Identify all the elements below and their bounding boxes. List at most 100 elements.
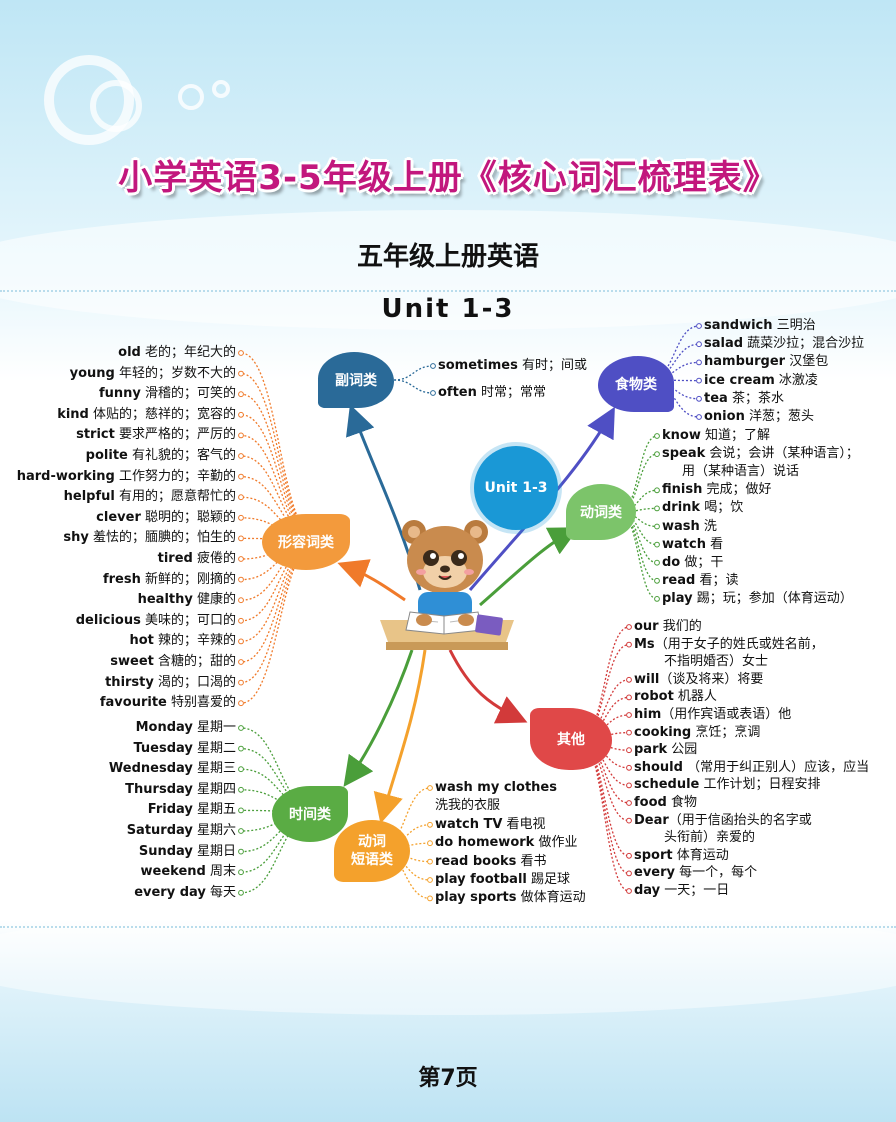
word-english: hamburger — [704, 354, 786, 370]
word-chinese: 食物 — [666, 795, 697, 810]
word-chinese: 会说；会讲（某种语言）； — [705, 446, 859, 462]
word-chinese: 有时；间或 — [517, 358, 587, 373]
phrases-item: wash my clothes — [435, 779, 557, 796]
word-chinese: 用（某种语言）说话 — [682, 464, 800, 480]
word-chinese: 星期二 — [192, 740, 236, 756]
word-chinese: 年轻的；岁数不大的 — [114, 365, 236, 381]
word-english: sometimes — [438, 358, 518, 373]
word-english: read books — [435, 853, 517, 869]
verbs-item: know 知道；了解 — [662, 427, 770, 444]
word-english: onion — [704, 409, 745, 424]
word-english: watch TV — [435, 816, 503, 832]
phrases-item: 洗我的衣服 — [435, 797, 500, 814]
word-chinese: 公园 — [667, 742, 698, 758]
time-item: Thursday 星期四 — [125, 781, 236, 798]
word-english: Sunday — [138, 843, 193, 859]
adjectives-item: shy 羞怯的；腼腆的；怕生的 — [63, 529, 236, 546]
others-item: will（谈及将来）将要 — [634, 671, 763, 688]
background-wave-top — [0, 210, 896, 330]
others-item: 头衔前）亲爱的 — [664, 829, 755, 846]
word-english: drink — [662, 500, 701, 516]
word-chinese: （用于女子的姓氏或姓名前， — [654, 636, 824, 652]
word-english: weekend — [140, 864, 206, 880]
food-item: tea 茶；茶水 — [704, 390, 784, 407]
others-item: park 公园 — [634, 741, 697, 758]
word-chinese: 每天 — [205, 884, 236, 900]
category-adverb-label: 副词类 — [335, 373, 377, 389]
word-chinese: 疲倦的 — [192, 551, 236, 566]
word-english: him — [634, 707, 662, 722]
time-item: every day 每天 — [134, 884, 236, 901]
word-english: park — [634, 742, 668, 758]
others-item: Ms（用于女子的姓氏或姓名前， — [634, 636, 824, 653]
word-chinese: 看 — [705, 536, 724, 552]
word-chinese: 冰激凌 — [774, 372, 818, 388]
word-english: fresh — [102, 571, 141, 587]
word-chinese: 踢足球 — [526, 872, 570, 887]
word-english: finish — [662, 482, 703, 498]
adverbs-item: sometimes 有时；间或 — [438, 357, 587, 374]
verbs-item: finish 完成；做好 — [662, 481, 771, 498]
word-english: often — [438, 385, 477, 400]
adjectives-item: hard-working 工作努力的；辛勤的 — [17, 468, 236, 485]
time-item: Tuesday 星期二 — [133, 740, 236, 757]
category-adjective: 形容词类 — [262, 514, 350, 570]
word-english: sandwich — [704, 318, 773, 333]
word-chinese: 渴的；口渴的 — [153, 674, 236, 690]
word-chinese: 不指明婚否）女士 — [664, 654, 769, 670]
word-english: sport — [634, 847, 673, 863]
word-chinese: 体育运动 — [672, 847, 729, 863]
others-item: Dear（用于信函抬头的名字或 — [634, 812, 812, 829]
word-english: ice cream — [704, 372, 775, 388]
word-chinese: 做；干 — [680, 554, 724, 570]
word-english: clever — [96, 509, 141, 525]
word-chinese: 有用的；愿意帮忙的 — [114, 489, 236, 505]
word-english: healthy — [137, 592, 193, 608]
word-english: kind — [57, 406, 89, 422]
word-chinese: 踢；玩；参加（体育运动） — [692, 590, 853, 606]
word-english: helpful — [63, 489, 115, 505]
time-item: Saturday 星期六 — [127, 822, 236, 839]
word-chinese: 工作努力的；辛勤的 — [114, 468, 236, 484]
word-english: wash my clothes — [435, 780, 557, 795]
word-english: schedule — [634, 777, 700, 793]
others-item: our 我们的 — [634, 618, 702, 635]
verbs-item: read 看；读 — [662, 572, 738, 589]
word-chinese: 洋葱；葱头 — [744, 409, 814, 424]
word-english: funny — [98, 386, 141, 402]
word-chinese: 要求严格的；严厉的 — [114, 427, 236, 443]
others-item: him（用作宾语或表语）他 — [634, 706, 791, 723]
word-chinese: 羞怯的；腼腆的；怕生的 — [88, 530, 236, 546]
word-chinese: 汉堡包 — [785, 354, 829, 370]
word-english: Wednesday — [108, 761, 193, 777]
phrases-item: play football 踢足球 — [435, 871, 570, 888]
word-chinese: 含糖的；甜的 — [153, 654, 236, 669]
time-item: Wednesday 星期三 — [109, 760, 236, 777]
word-english: food — [634, 795, 667, 810]
word-chinese: 机器人 — [673, 689, 717, 705]
time-item: Monday 星期一 — [136, 719, 236, 736]
word-english: wash — [662, 518, 700, 534]
food-item: onion 洋葱；葱头 — [704, 408, 814, 425]
word-english: strict — [76, 427, 115, 443]
food-item: hamburger 汉堡包 — [704, 353, 828, 370]
word-english: Dear — [634, 812, 669, 828]
others-item: food 食物 — [634, 794, 697, 811]
word-english: Saturday — [126, 823, 193, 838]
word-english: shy — [63, 530, 89, 546]
word-english: thirsty — [105, 674, 154, 690]
word-chinese: 知道；了解 — [700, 428, 770, 443]
word-english: play football — [435, 872, 527, 887]
word-english: Thursday — [125, 781, 193, 797]
time-item: Sunday 星期日 — [139, 843, 236, 860]
unit-bubble-label: Unit 1-3 — [484, 480, 548, 496]
word-chinese: 头衔前）亲爱的 — [664, 830, 756, 846]
word-english: salad — [704, 336, 744, 352]
grade-title: 五年级上册英语 — [356, 242, 539, 272]
word-chinese: 看电视 — [502, 816, 546, 832]
word-english: hot — [129, 633, 154, 649]
unit-bubble: Unit 1-3 — [474, 446, 558, 530]
adjectives-item: kind 体贴的；慈祥的；宽容的 — [57, 406, 236, 423]
page-title: 小学英语3-5年级上册《核心词汇梳理表》 — [118, 158, 778, 198]
